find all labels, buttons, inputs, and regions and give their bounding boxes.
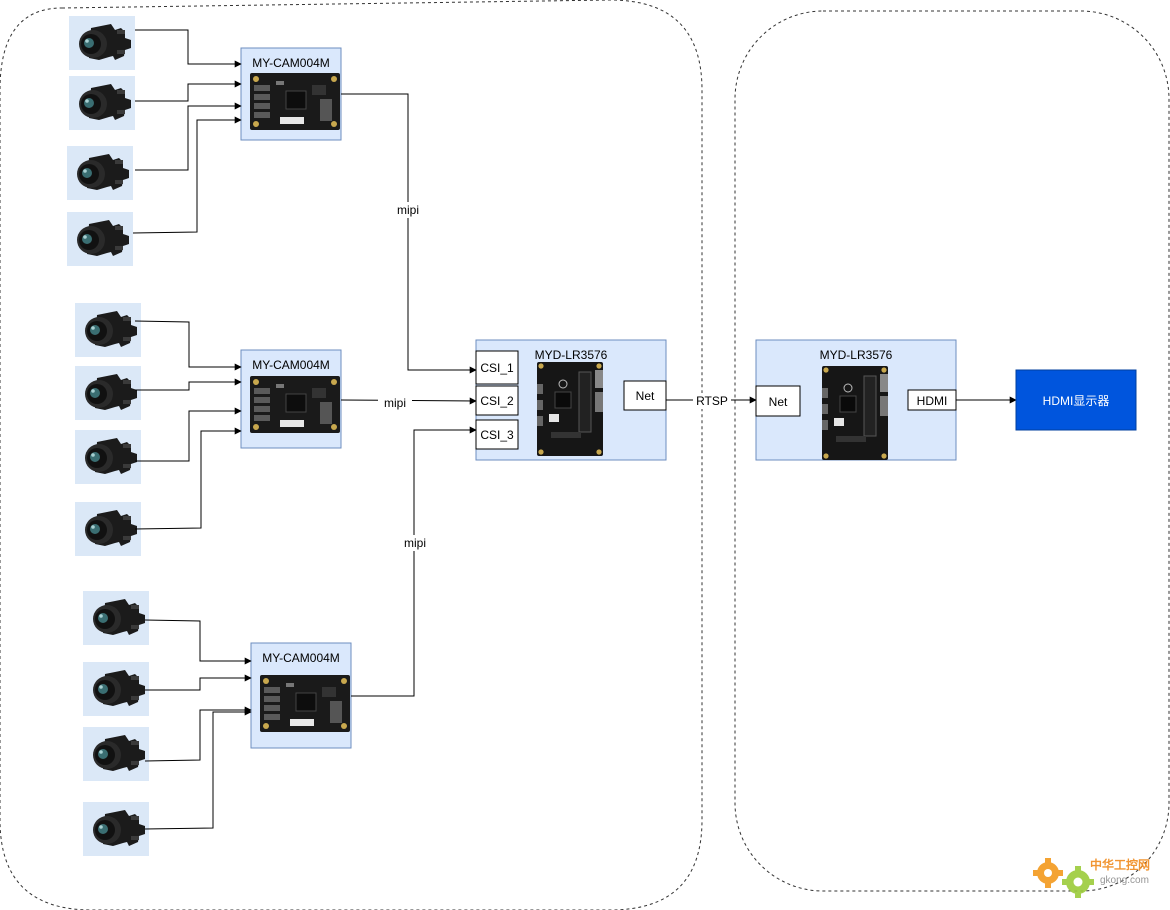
remote-port-net xyxy=(755,385,801,417)
cam-board-title: MY-CAM004M xyxy=(262,651,340,665)
camera-icon xyxy=(75,366,141,420)
mipi-label-1: mipi xyxy=(397,203,419,217)
remote-group-container xyxy=(734,10,1170,892)
port-csi-3-label: CSI_3 xyxy=(480,428,514,442)
cam-board-title: MY-CAM004M xyxy=(252,56,330,70)
gear-icon xyxy=(1062,866,1094,898)
main-board: MYD-LR3576 CSI_1 CSI_2 CSI_3 Net xyxy=(475,339,667,461)
camera-icon xyxy=(83,802,149,856)
camera-connectors-group-3 xyxy=(144,619,252,830)
cam-board-pcb-image xyxy=(249,72,341,131)
hdmi-display xyxy=(1015,369,1137,431)
port-net xyxy=(623,380,667,411)
camera-icon xyxy=(75,502,141,556)
camera-icon xyxy=(83,591,149,645)
camera-icon xyxy=(75,430,141,484)
gkong-watermark: 中华工控网 gkong.com xyxy=(1033,857,1150,898)
camera-icon xyxy=(83,662,149,716)
hdmi-display-label: HDMI显示器 xyxy=(1043,394,1110,408)
cam-board-1: MY-CAM004M xyxy=(240,47,342,141)
mipi-label-2: mipi xyxy=(384,396,406,410)
watermark-brand: 中华工控网 xyxy=(1090,857,1150,872)
watermark-domain: gkong.com xyxy=(1100,875,1149,886)
camera-icon xyxy=(69,16,135,70)
remote-port-net-label: Net xyxy=(769,395,788,409)
camera-connectors-group-1 xyxy=(132,29,242,234)
cam-board-pcb-image xyxy=(259,674,351,733)
main-board-title: MYD-LR3576 xyxy=(535,348,608,362)
mipi-label-3: mipi xyxy=(404,536,426,550)
port-csi-1-label: CSI_1 xyxy=(480,361,514,375)
remote-port-hdmi-label: HDMI xyxy=(917,394,948,408)
cam-board-pcb-image xyxy=(249,375,341,434)
camera-icon xyxy=(69,76,135,130)
cam-board-title: MY-CAM004M xyxy=(252,358,330,372)
camera-icon xyxy=(75,303,141,357)
port-csi-3 xyxy=(475,419,519,450)
remote-board: MYD-LR3576 Net HDMI xyxy=(755,339,957,461)
camera-connectors-group-2 xyxy=(134,320,242,530)
camera-icon xyxy=(83,727,149,781)
remote-board-title: MYD-LR3576 xyxy=(820,348,893,362)
rtsp-label: RTSP xyxy=(696,394,728,408)
cam-board-2: MY-CAM004M xyxy=(240,349,342,449)
camera-icon xyxy=(67,212,133,266)
main-board-pcb-image xyxy=(536,361,604,457)
port-net-label: Net xyxy=(636,389,655,403)
gear-icon xyxy=(1033,858,1063,888)
camera-icon xyxy=(67,146,133,200)
cam-board-3: MY-CAM004M xyxy=(250,642,352,749)
remote-board-pcb-image xyxy=(821,365,889,461)
port-csi-2-label: CSI_2 xyxy=(480,394,514,408)
